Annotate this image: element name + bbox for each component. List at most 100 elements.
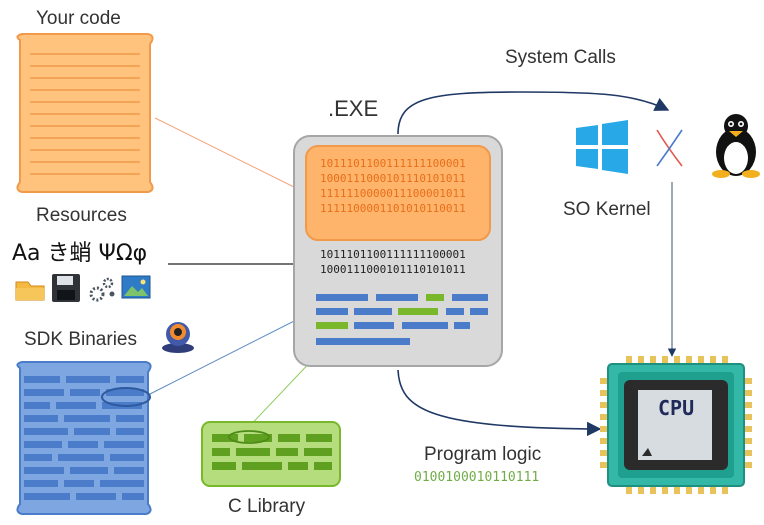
- cpu-pin: [742, 414, 752, 420]
- cpu-pin: [742, 462, 752, 468]
- exe-plain-bits-line: 1011101100111111100001: [320, 248, 466, 261]
- keyboard-key: [236, 448, 270, 456]
- keyboard-key: [306, 434, 332, 442]
- cpu-pin: [698, 356, 704, 366]
- cpu-pin: [686, 356, 692, 366]
- cpu-pin: [600, 390, 610, 396]
- program-logic-bits: 0100100010110111: [414, 470, 540, 485]
- exe-plain-bits: 1011101100111111100001 10001110001011101…: [320, 247, 466, 277]
- keyboard-key: [276, 448, 298, 456]
- exe-code-block: [470, 308, 488, 315]
- exe-code-block: [454, 322, 470, 329]
- cpu-pin: [722, 484, 728, 494]
- cpu-pin: [650, 484, 656, 494]
- sdk-binary-block: [100, 480, 144, 487]
- resources-label: Resources: [36, 205, 127, 226]
- cpu-pin: [638, 356, 644, 366]
- cpu-pin: [626, 484, 632, 494]
- exe-code-block: [402, 322, 448, 329]
- keyboard-key: [314, 462, 332, 470]
- sdk-binary-block: [116, 428, 144, 435]
- exe-code-block: [426, 294, 444, 301]
- sdk-binary-block: [116, 415, 144, 422]
- cpu-pin: [686, 484, 692, 494]
- cpu-pin: [600, 426, 610, 432]
- exe-code-block: [316, 322, 348, 329]
- sdk-binary-block: [74, 428, 110, 435]
- keyboard-key: [304, 448, 332, 456]
- sdk-binary-block: [24, 415, 58, 422]
- so-kernel-label: SO Kernel: [563, 199, 651, 220]
- sdk-binary-block: [114, 467, 144, 474]
- keyboard-keys: [212, 434, 332, 470]
- cpu-pin: [698, 484, 704, 494]
- system-calls-label: System Calls: [505, 47, 616, 68]
- cpu-pins: [600, 356, 752, 494]
- cpu-pin: [600, 378, 610, 384]
- exe-code-block: [446, 308, 464, 315]
- program-logic-label: Program logic: [424, 444, 542, 465]
- exe-code-block: [354, 322, 394, 329]
- sdk-binary-block: [106, 389, 144, 396]
- cpu-pin: [710, 356, 716, 366]
- program-logic-arrow: [397, 369, 602, 437]
- sdk-binary-block: [68, 441, 98, 448]
- cpu-pin: [662, 484, 668, 494]
- sdk-binary-block: [24, 493, 70, 500]
- sdk-binary-block: [24, 441, 62, 448]
- sdk-binary-block: [64, 415, 110, 422]
- cpu-pin: [662, 356, 668, 366]
- x11-logo-icon: [656, 129, 683, 167]
- cpu-pin: [674, 484, 680, 494]
- sdk-binary-rows: [24, 376, 144, 500]
- exe-orange-bits-line: 1011101100111111100001: [320, 157, 466, 170]
- sdk-binary-block: [70, 467, 108, 474]
- sdk-binary-block: [104, 441, 144, 448]
- c-library-label: C Library: [228, 496, 306, 517]
- exe-orange-bits-line: 1000111000101110101011: [320, 172, 466, 185]
- exe-box: [293, 135, 503, 367]
- sdk-binary-block: [24, 467, 64, 474]
- exe-code-block: [316, 338, 410, 345]
- sdk-binary-block: [58, 454, 104, 461]
- keyboard-key: [212, 448, 230, 456]
- sdk-binaries-label: SDK Binaries: [24, 329, 137, 350]
- cpu-pin: [722, 356, 728, 366]
- your-code-connector: [154, 117, 307, 194]
- exe-orange-bits-line: 1111110000011100001011: [320, 187, 466, 200]
- cpu-pin: [600, 402, 610, 408]
- exe-orange-bits-line: 1111100001101010110011: [320, 202, 466, 215]
- c-library-keyboard: [201, 421, 341, 487]
- keyboard-key: [244, 434, 272, 442]
- keyboard-key: [212, 462, 236, 470]
- cpu-pin: [742, 438, 752, 444]
- sdk-binary-block: [66, 376, 110, 383]
- keyboard-key: [242, 462, 282, 470]
- cpu-pin: [638, 484, 644, 494]
- cpu-pin: [742, 450, 752, 456]
- sdk-binaries-connector: [147, 311, 313, 396]
- gears-icon: [89, 277, 115, 302]
- sdk-binary-block: [70, 389, 100, 396]
- sdk-binary-block: [24, 454, 52, 461]
- exe-code-block: [316, 294, 368, 301]
- sdk-binary-block: [56, 402, 96, 409]
- cpu-chip-icon: [600, 356, 752, 494]
- cpu-pin: [742, 378, 752, 384]
- sdk-binary-block: [24, 402, 50, 409]
- sdk-binary-block: [122, 493, 144, 500]
- exe-code-block: [316, 308, 348, 315]
- sdk-binary-block: [76, 493, 116, 500]
- cpu-pin: [742, 402, 752, 408]
- keyboard-key: [288, 462, 308, 470]
- cpu-pin: [600, 438, 610, 444]
- cpu-pin: [650, 356, 656, 366]
- cpu-pin: [626, 356, 632, 366]
- resources-glyphs-text: Aa き蛸 ΨΩφ: [12, 241, 148, 266]
- system-calls-arrow: [397, 91, 670, 135]
- sdk-binary-block: [24, 428, 68, 435]
- cpu-pin: [742, 390, 752, 396]
- folder-icon: [15, 281, 45, 301]
- your-code-document: [16, 33, 154, 193]
- keyboard-key: [212, 434, 238, 442]
